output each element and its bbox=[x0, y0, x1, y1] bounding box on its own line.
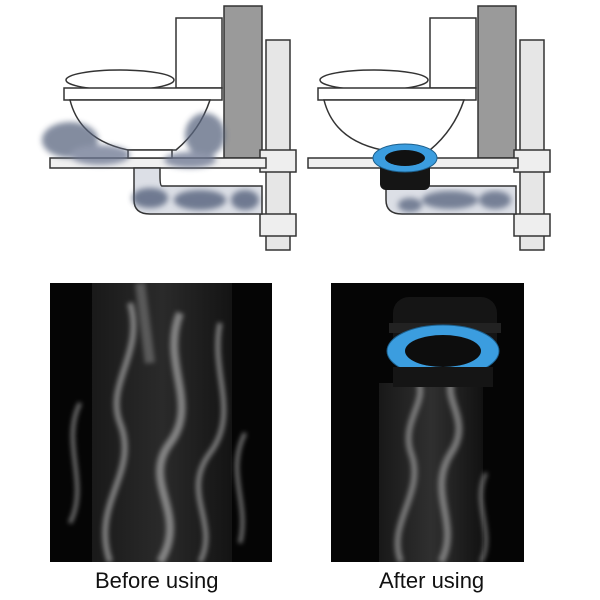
smoke-pipe-photo-after bbox=[331, 283, 524, 562]
diagram-after bbox=[300, 0, 600, 260]
pipe-icon bbox=[379, 383, 483, 562]
caption-after: After using bbox=[379, 568, 485, 593]
pipe-joint bbox=[259, 213, 297, 237]
smoke-icon bbox=[394, 382, 488, 562]
pipe-joint bbox=[513, 149, 551, 173]
smoke-icon bbox=[398, 191, 511, 212]
caption-before: Before using bbox=[95, 568, 219, 593]
toilet-before-illustration bbox=[42, 5, 297, 251]
toilet-after-illustration bbox=[307, 5, 551, 251]
wall bbox=[223, 5, 263, 159]
seal-ring-icon bbox=[386, 297, 501, 387]
pipe-joint bbox=[513, 213, 551, 237]
smoke-pipe-photo-before bbox=[50, 283, 272, 562]
photo-before bbox=[50, 283, 272, 562]
toilet-icon bbox=[429, 17, 477, 89]
toilet-icon bbox=[175, 17, 223, 89]
diagram-before bbox=[0, 0, 300, 260]
photo-after bbox=[331, 283, 524, 562]
smoke-icon bbox=[42, 113, 259, 210]
pipe-icon bbox=[92, 283, 232, 562]
smoke-icon bbox=[68, 283, 247, 562]
seal-ring-icon bbox=[372, 143, 438, 190]
wall bbox=[477, 5, 517, 159]
